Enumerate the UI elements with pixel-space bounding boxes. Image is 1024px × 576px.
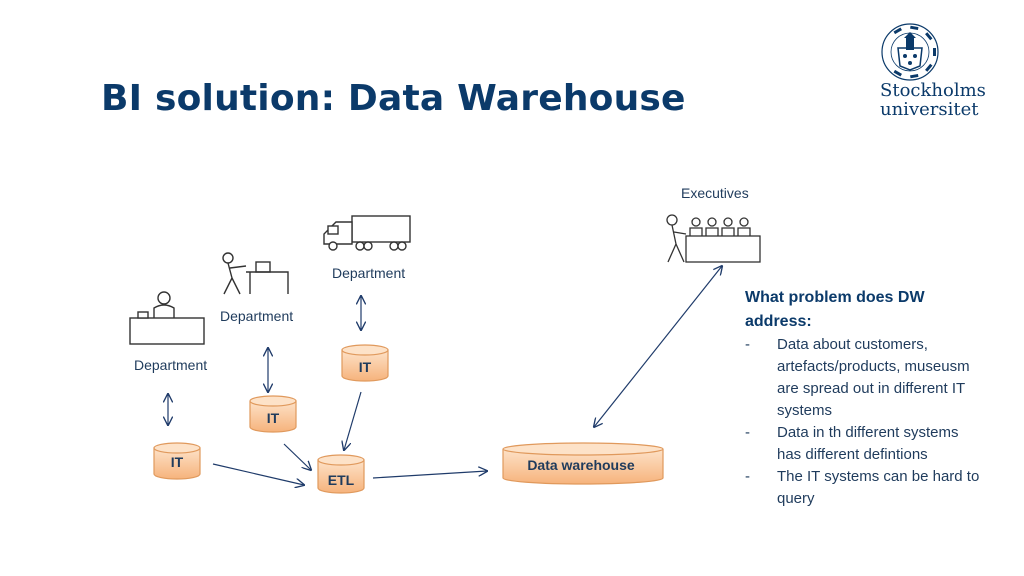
it-database-3: IT [341, 344, 389, 382]
truck-icon [323, 215, 411, 251]
list-item: The IT systems can be hard to query [745, 466, 985, 510]
list-item: Data in th different systems has differe… [745, 422, 985, 466]
arrow-dw-executives [594, 266, 722, 427]
etl-database: ETL [317, 454, 365, 494]
arrow-etl-dw [372, 471, 487, 479]
it-database-1: IT [153, 442, 201, 480]
person-at-desk-icon [129, 291, 205, 345]
department-label-truck: Department [332, 265, 406, 281]
university-wordmark: Stockholms universitet [880, 81, 986, 119]
dw-problem-panel: What problem does DW address: Data about… [745, 286, 985, 510]
data-warehouse-database: Data warehouse [502, 442, 664, 485]
panel-heading: What problem does DW address: [745, 289, 925, 330]
it-label-2: IT [267, 410, 280, 426]
arrow-it1-etl [212, 463, 304, 485]
it-label-1: IT [171, 454, 184, 470]
department-label-worker: Department [220, 308, 294, 324]
slide-title: BI solution: Data Warehouse [101, 78, 686, 119]
list-item: Data about customers, artefacts/products… [745, 334, 985, 422]
it-database-2: IT [249, 395, 297, 433]
university-seal-icon [881, 23, 939, 81]
arrow-it2-etl [283, 443, 311, 470]
department-label-desk: Department [134, 357, 208, 373]
problem-list: Data about customers, artefacts/products… [745, 334, 985, 510]
worker-at-bench-icon [222, 252, 289, 295]
dw-label: Data warehouse [527, 457, 635, 473]
etl-label: ETL [328, 472, 355, 488]
wordmark-line2: universitet [880, 99, 979, 120]
wordmark-line1: Stockholms [880, 80, 986, 101]
executives-table-icon [666, 214, 761, 263]
it-label-3: IT [359, 359, 372, 375]
arrow-it3-etl [344, 391, 362, 450]
executives-label: Executives [681, 185, 749, 201]
